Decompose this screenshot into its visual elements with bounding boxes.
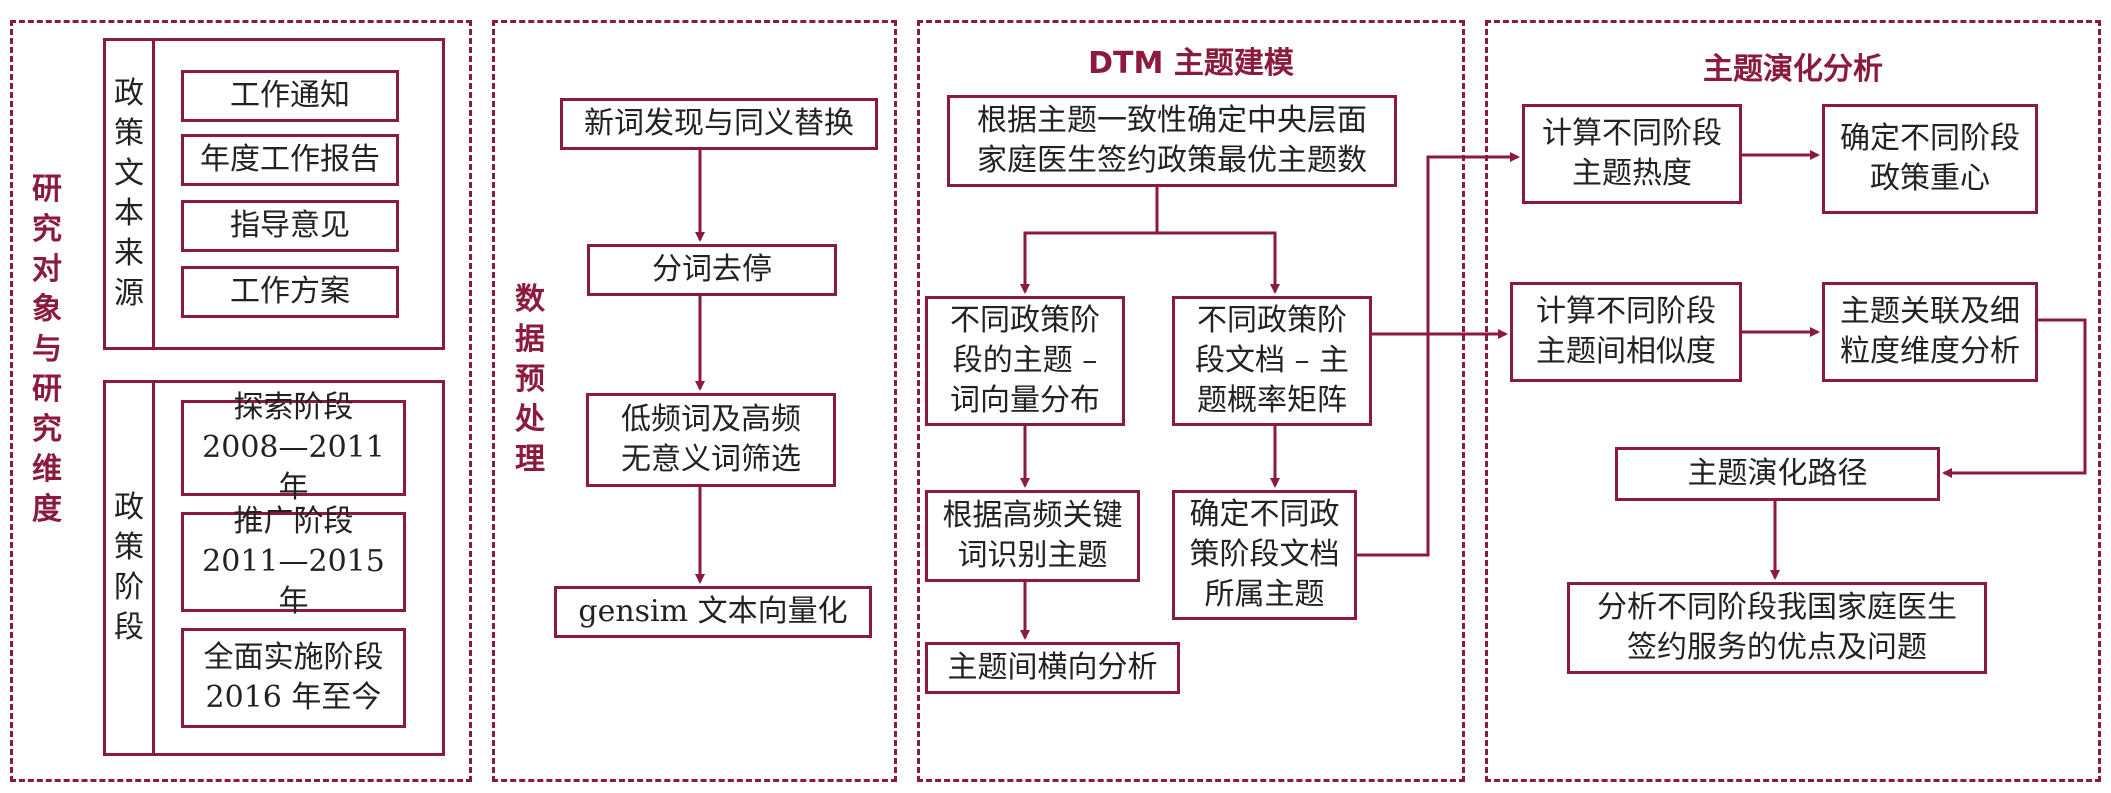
panel-research-object bbox=[10, 20, 472, 782]
compute-topic-similarity: 计算不同阶段 主题间相似度 bbox=[1510, 282, 1742, 382]
step-frequency-filter: 低频词及高频 无意义词筛选 bbox=[586, 393, 836, 487]
source-item-work-plan: 工作方案 bbox=[181, 266, 399, 318]
stage-group-divider bbox=[152, 380, 155, 756]
evolution-path: 主题演化路径 bbox=[1615, 447, 1940, 501]
policy-focus: 确定不同阶段 政策重心 bbox=[1822, 104, 2038, 214]
arrow-assignment-to-heat bbox=[1357, 152, 1520, 557]
stage-group-label: 政策阶段 bbox=[114, 490, 144, 645]
source-group-label: 政策文本来源 bbox=[114, 76, 144, 311]
panel3-title: DTM 主题建模 bbox=[1088, 46, 1294, 81]
panel-preprocessing bbox=[492, 20, 897, 782]
arrow-top-to-left bbox=[1020, 187, 1159, 294]
panel-evolution-analysis bbox=[1485, 20, 2101, 782]
stage-item-promotion: 推广阶段 2011—2015 年 bbox=[181, 504, 406, 619]
step-new-words: 新词发现与同义替换 bbox=[560, 98, 878, 150]
panel-dtm-modeling bbox=[917, 20, 1465, 782]
source-item-guidance: 指导意见 bbox=[181, 200, 399, 252]
panel1-vertical-title: 研究对象与研究维度 bbox=[32, 172, 62, 527]
doc-topic-matrix: 不同政策阶 段文档 – 主 题概率矩阵 bbox=[1172, 296, 1372, 426]
topic-word-distribution: 不同政策阶 段的主题 – 词向量分布 bbox=[925, 296, 1125, 426]
panel4-title: 主题演化分析 bbox=[1703, 52, 1883, 87]
step-segmentation: 分词去停 bbox=[587, 244, 837, 296]
conclusion-strengths-issues: 分析不同阶段我国家庭医生 签约服务的优点及问题 bbox=[1567, 582, 1987, 674]
topic-identification: 根据高频关键 词识别主题 bbox=[925, 490, 1140, 582]
source-item-notice: 工作通知 bbox=[181, 70, 399, 122]
source-item-annual-report: 年度工作报告 bbox=[181, 134, 399, 186]
step-gensim-vectorize: gensim 文本向量化 bbox=[554, 586, 872, 638]
arrow-association-to-path bbox=[1942, 318, 2087, 478]
doc-topic-assignment: 确定不同政 策阶段文档 所属主题 bbox=[1172, 490, 1357, 620]
panel2-vertical-title: 数据预处理 bbox=[515, 282, 545, 477]
association-analysis: 主题关联及细 粒度维度分析 bbox=[1822, 282, 2038, 382]
source-group-divider bbox=[152, 38, 155, 350]
compute-topic-heat: 计算不同阶段 主题热度 bbox=[1522, 104, 1742, 204]
stage-item-full-implementation: 全面实施阶段 2016 年至今 bbox=[181, 628, 406, 728]
stage-item-exploration: 探索阶段 2008—2011 年 bbox=[181, 390, 406, 505]
arrow-top-to-right bbox=[1157, 231, 1280, 294]
optimal-topic-count: 根据主题一致性确定中央层面 家庭医生签约政策最优主题数 bbox=[947, 95, 1397, 187]
horizontal-topic-analysis: 主题间横向分析 bbox=[925, 642, 1180, 694]
